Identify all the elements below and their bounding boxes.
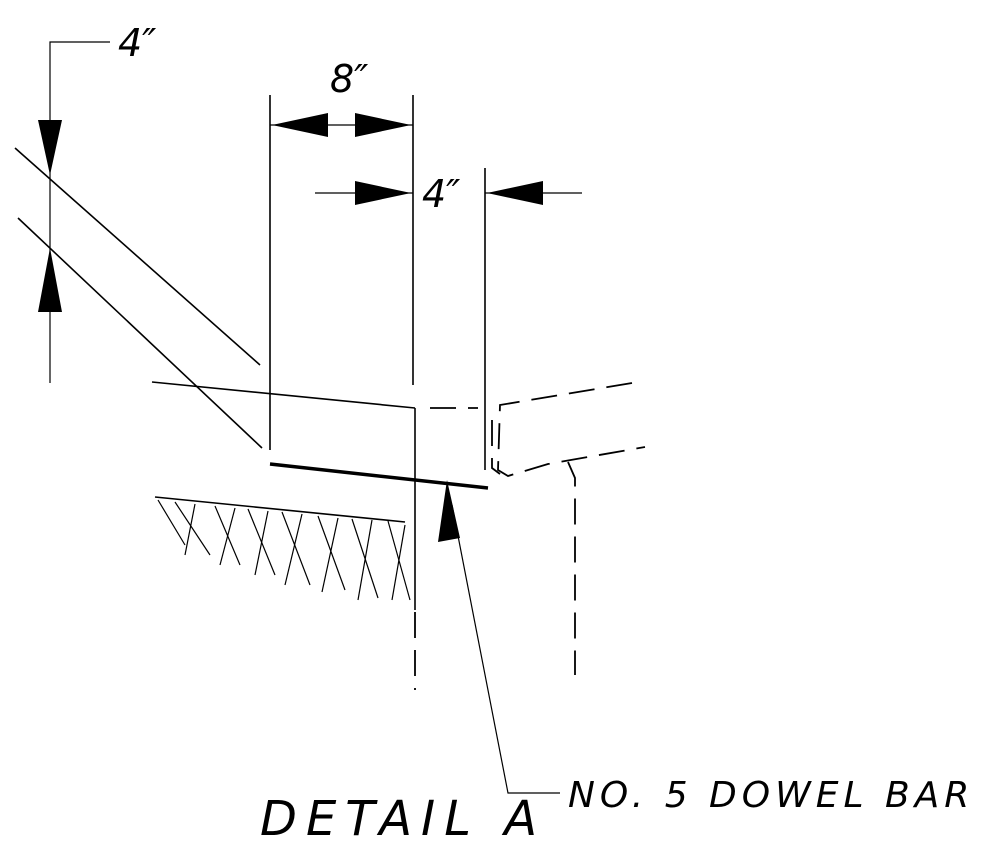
soil-hatching <box>157 499 411 601</box>
arrow-down-icon <box>38 120 62 175</box>
detail-title: DETAIL A <box>260 791 546 841</box>
arrow-right-icon <box>355 181 411 205</box>
adjacent-slab <box>491 382 646 675</box>
dowel-bar <box>269 462 489 490</box>
curb-width-dimension: 8″ <box>269 57 414 450</box>
offset-label: 4″ <box>422 172 460 216</box>
dowel-bar-callout: NO. 5 DOWEL BAR <box>438 480 974 816</box>
curb-width-label: 8″ <box>330 57 368 101</box>
curb-section <box>151 381 478 478</box>
sloped-slab <box>14 147 263 449</box>
offset-dimension: 4″ <box>315 168 582 470</box>
arrow-left-icon <box>272 113 328 137</box>
subgrade <box>154 478 416 690</box>
arrow-up-icon <box>38 248 62 312</box>
dowel-bar-label: NO. 5 DOWEL BAR <box>568 775 974 816</box>
slab-thickness-dimension: 4″ <box>38 21 156 383</box>
arrow-left-icon <box>487 181 543 205</box>
arrow-right-icon <box>355 113 411 137</box>
arrow-up-icon <box>438 480 460 542</box>
slab-thickness-label: 4″ <box>118 21 156 65</box>
